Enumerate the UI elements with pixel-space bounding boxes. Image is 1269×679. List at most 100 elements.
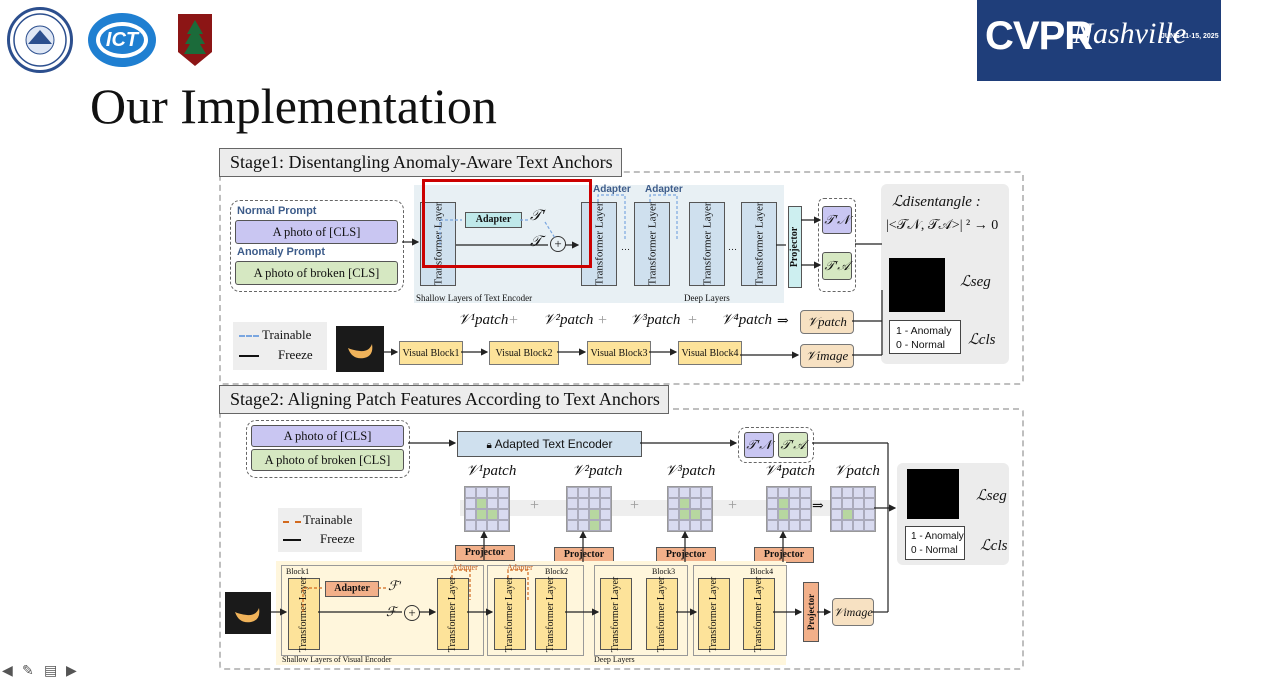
pen-icon[interactable]: ✎ bbox=[22, 662, 34, 678]
adapter-label-2: Adapter bbox=[645, 184, 683, 195]
stage2-patch-term-1: 𝒱¹patch bbox=[466, 463, 517, 479]
stage1-patch-term-1: 𝒱¹patch bbox=[458, 312, 509, 328]
stage1-legend-trainable: Trainable bbox=[262, 327, 312, 342]
stage2-anomaly-prompt: A photo of broken [CLS] bbox=[251, 449, 404, 471]
stage1-ellipsis-1: … bbox=[621, 242, 630, 252]
stage2-transformer-layer-3: Transformer Layer bbox=[494, 576, 526, 652]
stage1-visual-block2: Visual Block2 bbox=[489, 341, 559, 365]
stage1-ellipsis-2: … bbox=[728, 242, 737, 252]
stage1-segmentation-mask bbox=[889, 258, 945, 312]
stage1-cls-loss: ℒcls bbox=[968, 332, 996, 348]
adapted-text-encoder: 🔒︎ Adapted Text Encoder bbox=[457, 431, 642, 457]
trainable-arrow-icon bbox=[239, 335, 259, 337]
freeze-arrow-icon-2 bbox=[283, 539, 301, 541]
block3-label: Block3 bbox=[652, 567, 676, 576]
stage2-ta-box: 𝒯′𝒜 bbox=[778, 432, 808, 458]
stage2-transformer-layer-2: Transformer Layer bbox=[437, 576, 469, 652]
nashville-script: Nashville bbox=[1073, 17, 1187, 50]
stage2-v-image: 𝒱image bbox=[832, 598, 874, 626]
stage1-transformer-layer-5: Transformer Layer bbox=[741, 202, 777, 286]
stage2-normal-prompt: A photo of [CLS] bbox=[251, 425, 404, 447]
stage2-patch-term-4: 𝒱⁴patch bbox=[764, 463, 816, 479]
visual-shallow-caption: Shallow Layers of Visual Encoder bbox=[282, 655, 392, 664]
patch-grid-2 bbox=[566, 486, 612, 532]
stage1-patch-term-4: 𝒱⁴patch bbox=[721, 312, 773, 328]
freeze-arrow-icon bbox=[239, 355, 259, 357]
stage2-cls-line1: 1 - Anomaly bbox=[911, 531, 964, 542]
stanford-logo bbox=[176, 12, 214, 68]
stage1-input-image bbox=[336, 326, 384, 372]
stage2-patch-term-2: 𝒱²patch bbox=[572, 463, 623, 479]
stage2-prompt-group bbox=[246, 420, 410, 478]
stage1-implies: ⇒ bbox=[777, 314, 789, 329]
stage2-projector-1: Projector bbox=[455, 545, 515, 561]
stage1-patch-term-3: 𝒱³patch bbox=[630, 312, 681, 328]
disentangle-loss-expression: |<𝒯𝒩, 𝒯𝒜>| ² → 0 bbox=[886, 218, 999, 233]
patch-grid-1 bbox=[464, 486, 510, 532]
stage1-ta-box: 𝒯′𝒜 bbox=[822, 252, 852, 280]
t-prime-symbol: 𝒯′ bbox=[530, 208, 545, 224]
next-slide-icon[interactable]: ▶ bbox=[66, 662, 77, 678]
stage1-title: Stage1: Disentangling Anomaly-Aware Text… bbox=[219, 148, 622, 177]
stage1-cls-line2: 0 - Normal bbox=[896, 339, 946, 351]
visual-deep-caption: Deep Layers bbox=[594, 655, 635, 664]
stage1-seg-loss: ℒseg bbox=[960, 274, 991, 290]
stage2-plus-3: + bbox=[728, 497, 738, 514]
anomaly-prompt-label: Anomaly Prompt bbox=[237, 246, 326, 258]
t-symbol: 𝒯 bbox=[530, 234, 542, 250]
stage2-input-image bbox=[225, 592, 271, 634]
adapter-mini-label-2: Adapter bbox=[507, 563, 533, 572]
lock-icon: 🔒︎ bbox=[486, 440, 495, 451]
stage2-sum-icon: + bbox=[404, 605, 420, 621]
highlight-box bbox=[422, 179, 592, 268]
deep-layers-caption: Deep Layers bbox=[684, 293, 730, 303]
stage1-visual-block1: Visual Block1 bbox=[399, 341, 463, 365]
stage2-transformer-layer-4: Transformer Layer bbox=[535, 576, 567, 652]
patch-grid-4 bbox=[766, 486, 812, 532]
stage2-plus-1: + bbox=[530, 497, 540, 514]
stage2-seg-loss: ℒseg bbox=[976, 488, 1007, 504]
stage2-cls-box: 1 - Anomaly 0 - Normal bbox=[905, 526, 965, 560]
ict-logo: ICT bbox=[86, 10, 158, 70]
cvpr-logo-text: CVPR bbox=[985, 14, 1093, 58]
stage1-anchor-group bbox=[818, 198, 856, 292]
stage1-patch-term-2: 𝒱²patch bbox=[543, 312, 594, 328]
stage1-cls-line1: 1 - Anomaly bbox=[896, 325, 952, 337]
slide-title: Our Implementation bbox=[90, 78, 497, 134]
stage2-legend-freeze: Freeze bbox=[320, 531, 355, 546]
stage1-legend-freeze: Freeze bbox=[278, 347, 313, 362]
slides-icon[interactable]: ▤ bbox=[44, 662, 58, 678]
cvpr-nashville-logo: CVPR Nashville JUNE 11-15, 2025 bbox=[977, 0, 1221, 81]
stage1-transformer-layer-3: Transformer Layer bbox=[634, 202, 670, 286]
stage2-transformer-layer-8: Transformer Layer bbox=[743, 576, 775, 652]
stage1-prompt-group bbox=[230, 200, 404, 292]
stage2-implies: ⇒ bbox=[812, 499, 824, 514]
previous-slide-icon[interactable]: ◀ bbox=[2, 662, 13, 678]
f-prime-symbol: ℱ′ bbox=[388, 578, 402, 593]
stage1-tn-box: 𝒯′𝒩 bbox=[822, 206, 852, 234]
anomaly-prompt-box: A photo of broken [CLS] bbox=[235, 261, 398, 285]
university-seal-logo bbox=[7, 7, 73, 73]
ict-logo-text: ICT bbox=[105, 29, 139, 51]
block4-label: Block4 bbox=[750, 567, 774, 576]
stage2-transformer-layer-5: Transformer Layer bbox=[600, 576, 632, 652]
stage2-legend bbox=[278, 508, 362, 552]
stage2-plus-2: + bbox=[630, 497, 640, 514]
adapter-mini-label-1: Adapter bbox=[452, 563, 478, 572]
stage1-v-patch: 𝒱patch bbox=[800, 310, 854, 334]
stage1-projector: Projector bbox=[788, 206, 802, 288]
stage2-adapter: Adapter bbox=[325, 581, 379, 597]
stage1-v-image: 𝒱image bbox=[800, 344, 854, 368]
stage2-projector-vertical: Projector bbox=[803, 582, 819, 642]
patch-grid-3 bbox=[667, 486, 713, 532]
sum-icon: + bbox=[550, 236, 566, 252]
block2-label: Block2 bbox=[545, 567, 569, 576]
stage1-plus-1: + bbox=[509, 312, 519, 329]
stage1-visual-block3: Visual Block3 bbox=[587, 341, 651, 365]
stage1-plus-2: + bbox=[598, 312, 608, 329]
stage1-visual-block4: Visual Block4 bbox=[678, 341, 742, 365]
stage2-cls-line2: 0 - Normal bbox=[911, 545, 958, 556]
stage2-cls-loss: ℒcls bbox=[980, 538, 1008, 554]
normal-prompt-label: Normal Prompt bbox=[237, 205, 317, 217]
stage1-plus-3: + bbox=[688, 312, 698, 329]
